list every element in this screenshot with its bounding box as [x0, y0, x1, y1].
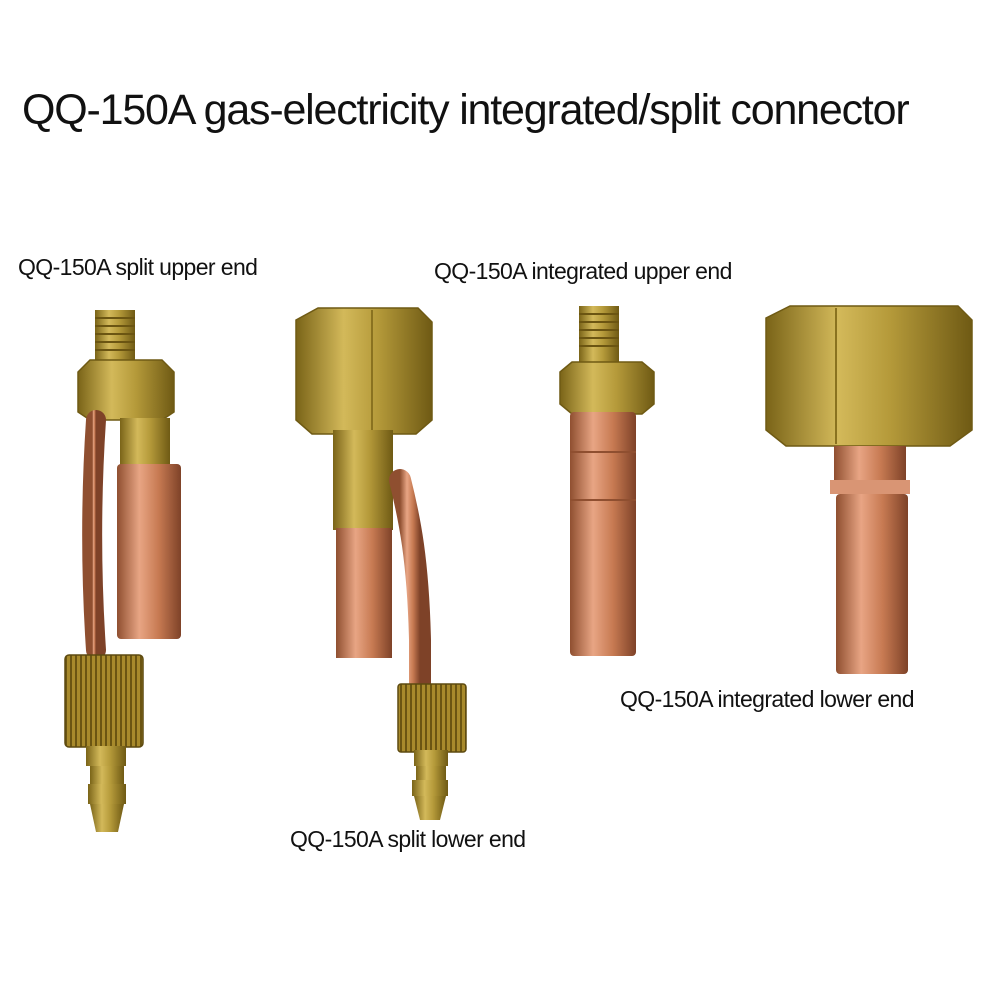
label-split-upper-end: QQ-150A split upper end [18, 254, 258, 280]
split-lower-end-connector [295, 307, 467, 820]
label-split-lower-end: QQ-150A split lower end [290, 826, 526, 852]
integrated-upper-end-connector [559, 306, 655, 656]
label-integrated-upper-end: QQ-150A integrated upper end [434, 258, 732, 284]
label-integrated-lower-end: QQ-150A integrated lower end [620, 686, 915, 712]
page-title: QQ-150A gas-electricity integrated/split… [22, 86, 910, 134]
split-upper-end-connector [64, 310, 181, 832]
integrated-lower-end-connector [765, 305, 973, 674]
